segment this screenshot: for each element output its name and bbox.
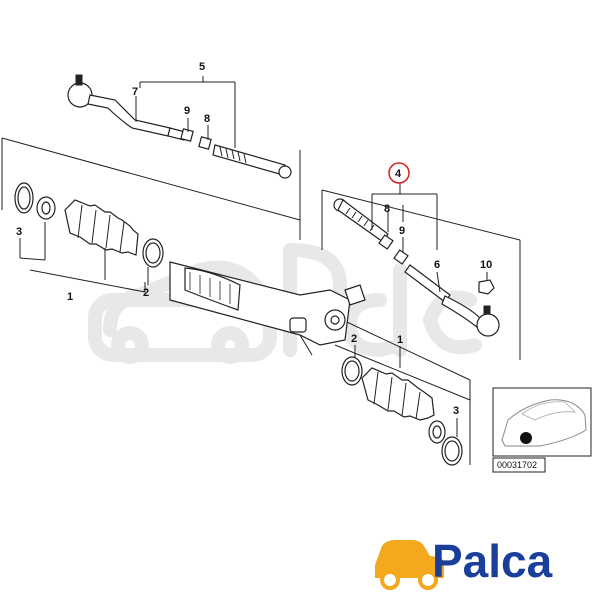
callout-3-left: 3 [16, 226, 22, 238]
highlight-circle [388, 162, 410, 184]
boot-clamp-left [36, 196, 56, 220]
tie-rod-end-left [67, 74, 171, 137]
callout-8-right: 8 [384, 203, 390, 215]
bellows-boot-right [361, 367, 435, 421]
bellows-boot-left [64, 199, 139, 256]
leader-lines [19, 76, 488, 437]
clamp-ring-right-outer [441, 436, 463, 466]
callout-9-left: 9 [184, 105, 190, 117]
callout-9-right: 9 [399, 225, 405, 237]
clamp-ring-left-inner [142, 238, 164, 268]
callout-1-left: 1 [67, 291, 73, 303]
callout-6: 6 [434, 259, 440, 271]
inner-tie-rod-left [212, 144, 292, 179]
inner-tie-rod-right [333, 198, 389, 243]
callout-labels: 5 7 9 8 3 1 2 4 8 9 6 10 2 1 3 [16, 61, 492, 417]
callout-4: 4 [395, 168, 402, 180]
vehicle-location-inset: 00031702 [492, 387, 592, 473]
clamp-ring-right-inner [341, 356, 363, 386]
tie-rod-left-sleeve [167, 127, 212, 150]
tie-rod-end-right [441, 295, 500, 337]
callout-10: 10 [480, 259, 492, 271]
clamp-ring-left-outer [14, 182, 34, 214]
palca-wordmark: Palca [432, 535, 553, 587]
boot-clamp-right [428, 420, 446, 444]
callout-8-left: 8 [204, 113, 210, 125]
assembly-frame-left [1, 137, 301, 240]
callout-2-right: 2 [351, 333, 357, 345]
palca-logo: Palca [375, 535, 553, 590]
diagram-reference-number: 00031702 [497, 460, 537, 470]
locking-nut-10 [478, 279, 495, 295]
callout-3-right: 3 [453, 405, 459, 417]
callout-2-left: 2 [143, 287, 149, 299]
callout-5-top: 5 [199, 61, 205, 73]
steering-rack-housing [169, 261, 366, 356]
callout-1-right: 1 [397, 334, 403, 346]
callout-7: 7 [132, 86, 138, 98]
